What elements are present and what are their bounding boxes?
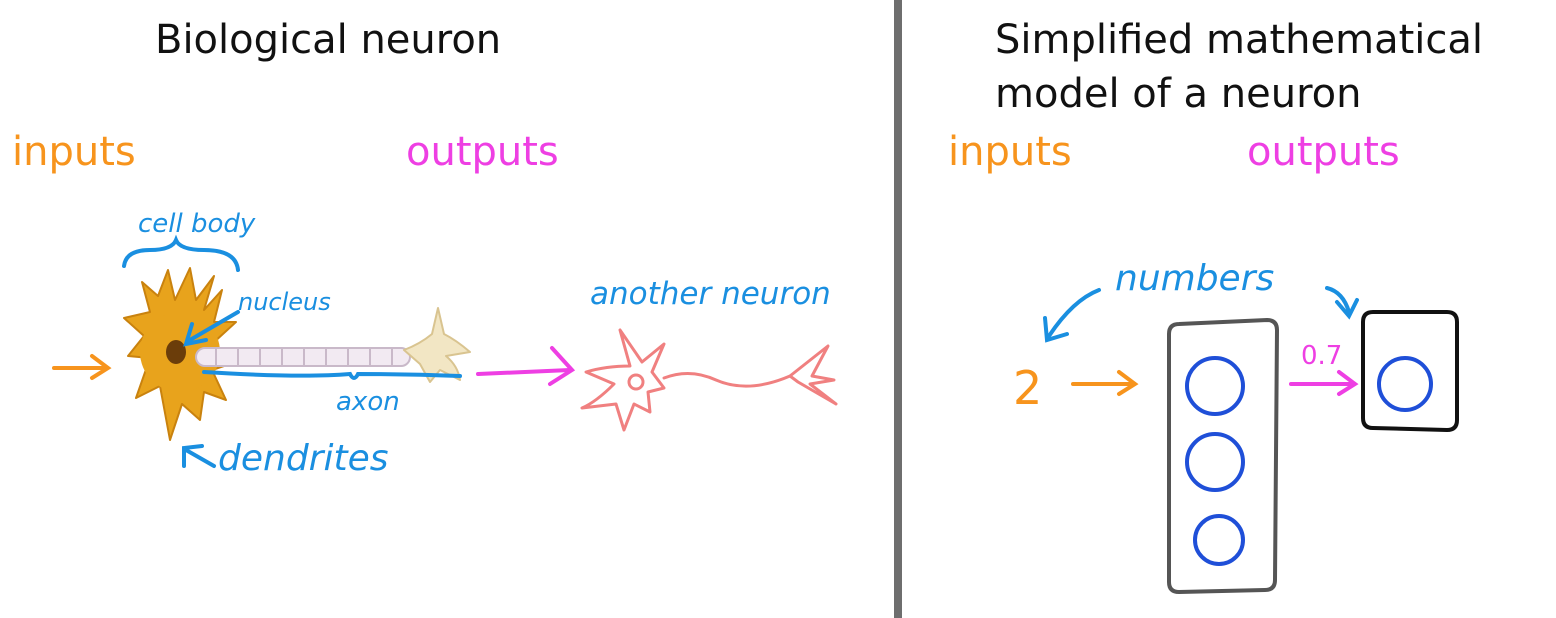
cell-body-brace (122, 234, 240, 272)
nucleus-pointer-arrow (183, 310, 240, 347)
biological-neuron-title: Biological neuron (155, 17, 502, 63)
nucleus (166, 340, 186, 364)
input-arrow (52, 354, 112, 380)
hidden-unit-3 (1193, 514, 1245, 566)
input-value: 2 (1013, 361, 1042, 415)
panel-divider (894, 0, 902, 618)
numbers-to-input-arrow (1043, 288, 1101, 343)
model-drawing: numbers 2 0.7 (1013, 258, 1459, 595)
cell-body-label: cell body (138, 209, 256, 239)
right-outputs-label: outputs (1247, 129, 1400, 175)
hidden-unit-2 (1185, 432, 1245, 492)
output-arrow (1289, 370, 1359, 396)
biological-neuron-panel: Biological neuron inputs outputs (12, 17, 838, 479)
mathematical-model-panel: Simplified mathematical model of a neuro… (903, 0, 1556, 618)
left-outputs-label: outputs (406, 129, 559, 175)
right-inputs-label: inputs (948, 129, 1072, 175)
nucleus-label: nucleus (238, 288, 331, 316)
hidden-layer-box (1167, 317, 1280, 595)
model-title-line2: model of a neuron (995, 71, 1362, 117)
axon (195, 347, 411, 367)
another-neuron (580, 328, 838, 432)
numbers-to-output-arrow (1325, 286, 1359, 320)
output-value: 0.7 (1301, 341, 1342, 371)
axon-underline (202, 370, 462, 380)
output-unit (1377, 356, 1433, 412)
model-title-line1: Simplified mathematical (995, 17, 1484, 63)
axon-terminal (403, 307, 471, 383)
dendrites-label: dendrites (218, 438, 389, 479)
input-arrow (1071, 370, 1139, 396)
output-arrow (476, 346, 576, 386)
left-inputs-label: inputs (12, 129, 136, 175)
numbers-label: numbers (1115, 258, 1274, 299)
output-layer-box (1361, 310, 1459, 433)
dendrites-pointer-arrow (182, 444, 216, 468)
hidden-unit-1 (1185, 356, 1245, 416)
biological-neuron-drawing: cell body nucleus axon dendrites another… (52, 209, 838, 479)
axon-label: axon (336, 387, 400, 417)
another-neuron-label: another neuron (590, 276, 831, 312)
